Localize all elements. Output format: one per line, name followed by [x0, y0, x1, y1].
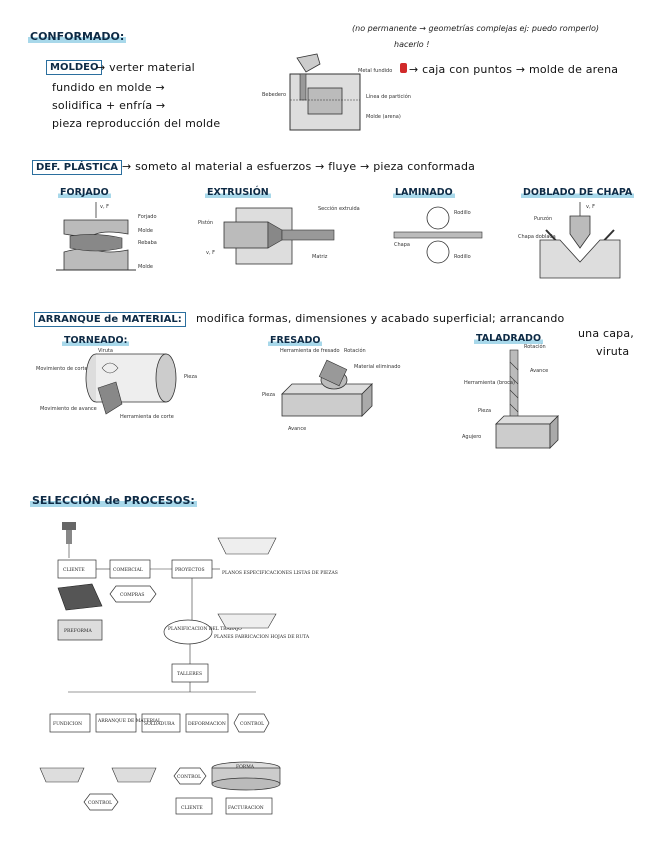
- bending-figure: v, F Punzón Chapa doblada: [518, 202, 621, 279]
- flow-compras: COMPRAS: [120, 592, 145, 598]
- bending-label-1: Punzón: [534, 215, 552, 222]
- turning-label-0: Viruta: [98, 348, 113, 354]
- flow-soldadura: SOLDADURA: [144, 721, 175, 727]
- flow-control-3: CONTROL: [88, 800, 112, 806]
- arranque-text-3: viruta: [596, 345, 630, 358]
- arranque-text: modifica formas, dimensiones y acabado s…: [196, 312, 565, 325]
- moldeo-line-2: fundido en molde →: [52, 81, 165, 94]
- milling-label-4: Avance: [288, 426, 306, 432]
- moldeo-line-1: → verter material: [96, 61, 195, 74]
- milling-label-2: Material eliminado: [354, 364, 400, 370]
- flow-facturacion: FACTURACION: [228, 805, 264, 811]
- flag-icon: [400, 63, 407, 73]
- def-plastica-label: DEF. PLÁSTICA: [32, 160, 123, 175]
- turning-label-2: Pieza: [184, 374, 197, 380]
- drilling-label-3: Pieza: [478, 408, 491, 414]
- laminado-title: LAMINADO: [393, 187, 455, 198]
- rolling-figure: Rodillo Rodillo Chapa: [393, 206, 483, 264]
- seleccion-heading: SELECCIÓN de PROCESOS:: [30, 494, 197, 507]
- arranque-label: ARRANQUE de MATERIAL:: [34, 312, 186, 327]
- molding-figure: Bebedero Metal fundido Línea de partició…: [262, 53, 411, 131]
- torneado-title: TORNEADO:: [62, 335, 130, 346]
- forging-label-0: v, F: [100, 204, 109, 210]
- extrusion-label-1: Sección extruida: [318, 205, 360, 212]
- turning-figure: Viruta Movimiento de corte Pieza Movimie…: [36, 348, 197, 420]
- flow-control-2: CONTROL: [177, 774, 201, 780]
- drilling-figure: Rotación Avance Herramienta (broca) Piez…: [462, 343, 559, 449]
- turning-label-4: Herramienta de corte: [120, 414, 174, 420]
- moldeo-label: MOLDEO: [46, 60, 103, 75]
- moldeo-line-4: pieza reproducción del molde: [52, 117, 221, 130]
- extrusion-title: EXTRUSIÓN: [205, 187, 271, 198]
- flow-planos: PLANOS ESPECIFICACIONES LISTAS DE PIEZAS: [222, 570, 338, 576]
- turning-label-1: Movimiento de corte: [36, 366, 88, 372]
- flow-planificacion: PLANIFICACION DEL TRABAJO: [168, 626, 242, 632]
- extrusion-label-3: Matriz: [312, 254, 328, 260]
- milling-figure: Herramienta de fresado Rotación Material…: [262, 347, 400, 432]
- conformado-note: (no permanente → geometrías complejas ej…: [352, 24, 600, 33]
- milling-label-1: Rotación: [344, 347, 366, 354]
- bending-label-0: v, F: [586, 204, 595, 210]
- forging-label-2: Molde: [138, 228, 153, 234]
- flow-deformacion: DEFORMACION: [188, 721, 226, 727]
- def-plastica-text: → someto al material a esfuerzos → fluye…: [122, 160, 476, 173]
- drilling-label-4: Agujero: [462, 434, 481, 440]
- extrusion-label-0: Pistón: [198, 219, 213, 226]
- drilling-label-2: Herramienta (broca): [464, 380, 515, 386]
- flow-control-1: CONTROL: [240, 721, 264, 727]
- rolling-label-0: Rodillo: [454, 210, 471, 216]
- turning-label-3: Movimiento de avance: [40, 406, 97, 412]
- forging-label-1: Forjado: [138, 214, 157, 220]
- milling-label-3: Pieza: [262, 392, 275, 398]
- conformado-note-hand: hacerlo !: [394, 40, 430, 49]
- milling-label-0: Herramienta de fresado: [280, 348, 340, 354]
- moldeo-line-3: solidifica + enfría →: [52, 99, 166, 112]
- forging-label-3: Rebaba: [138, 240, 157, 246]
- molding-label-0: Bebedero: [262, 92, 286, 98]
- molding-label-1: Metal fundido: [358, 68, 392, 74]
- forjado-title: FORJADO: [58, 187, 111, 198]
- flow-planes: PLANES FABRICACION HOJAS DE RUTA: [214, 634, 310, 640]
- extrusion-label-2: v, F: [206, 250, 215, 256]
- flow-talleres: TALLERES: [177, 671, 202, 677]
- drilling-label-1: Avance: [530, 368, 548, 374]
- process-flowchart: CLIENTE COMERCIAL PROYECTOS PLANOS ESPEC…: [39, 522, 338, 815]
- conformado-heading: CONFORMADO:: [28, 30, 127, 43]
- doblado-title: DOBLADO DE CHAPA: [521, 187, 635, 198]
- flow-proyectos: PROYECTOS: [175, 567, 205, 573]
- fresado-title: FRESADO: [268, 335, 323, 346]
- flow-cliente: CLIENTE: [63, 567, 85, 573]
- forging-label-4: Molde: [138, 264, 153, 270]
- flow-arranque: ARRANQUE DE MATERIAL: [97, 718, 161, 724]
- rolling-label-1: Rodillo: [454, 254, 471, 260]
- drilling-label-0: Rotación: [524, 343, 546, 350]
- taladrado-title: TALADRADO: [474, 333, 544, 344]
- bending-label-2: Chapa doblada: [518, 234, 556, 240]
- molding-label-2: Línea de partición: [366, 93, 411, 100]
- flow-fundicion: FUNDICION: [53, 721, 82, 727]
- molding-label-3: Molde (arena): [366, 114, 401, 120]
- flow-forma: FORMA: [236, 764, 255, 770]
- flow-cliente-2: CLIENTE: [181, 805, 203, 811]
- flow-preforma: PREFORMA: [64, 628, 93, 634]
- rolling-label-2: Chapa: [394, 242, 410, 248]
- forging-figure: v, F Forjado Molde Rebaba Molde: [56, 202, 157, 271]
- arranque-text-2: una capa,: [578, 327, 634, 340]
- sand-mold-line: → caja con puntos → molde de arena: [409, 63, 619, 76]
- flow-comercial: COMERCIAL: [113, 567, 143, 573]
- extrusion-figure: Pistón Sección extruida v, F Matriz: [198, 205, 360, 265]
